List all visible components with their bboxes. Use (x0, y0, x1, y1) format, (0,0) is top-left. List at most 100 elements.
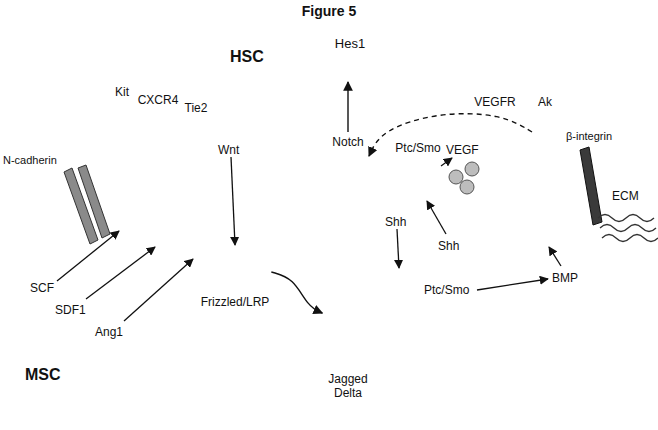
receptor: VEGFR (472, 92, 517, 261)
molecule-label: Shh (385, 216, 406, 230)
molecule-label: SCF (30, 282, 54, 296)
stromal-ground (0, 190, 658, 430)
outline (322, 255, 373, 371)
bound-ligand (230, 253, 240, 263)
bound-ligand (156, 237, 161, 242)
node-label: Ak (538, 96, 552, 110)
molecule-label: SDF1 (55, 304, 86, 318)
gene-line (304, 67, 396, 68)
molecule-label: β-integrin (566, 130, 612, 143)
figure-title: Figure 5 (302, 3, 356, 19)
binding-arrow (397, 229, 399, 268)
node-label: VEGFR (474, 96, 515, 110)
notch-bar (331, 149, 365, 265)
node-label: Kit (115, 86, 129, 100)
receptor-blob (398, 157, 424, 191)
bound-ligand (414, 187, 422, 195)
receptor: Kit (109, 82, 135, 229)
frizzled-receptor: Frizzled/LRP (199, 250, 272, 306)
notch-receptor: Notch (327, 132, 369, 265)
molecule-label: BMP (552, 272, 578, 286)
integrin-bar (580, 147, 602, 225)
node-label: MSC (25, 366, 61, 384)
ecm-fibre (602, 235, 658, 242)
node-label: Jagged Delta (328, 373, 367, 401)
outline (183, 114, 210, 257)
outline (327, 148, 369, 266)
molecule-label: Wnt (218, 144, 239, 158)
receptor-body (147, 107, 169, 242)
binding-arrow (231, 157, 235, 245)
binding-arrow (57, 231, 119, 281)
receptor-blob (217, 261, 241, 289)
promoter-arrowhead (366, 54, 373, 62)
bound-ligand (493, 253, 498, 258)
bound-ligand (194, 249, 199, 254)
node-label: Hes1 (335, 37, 365, 52)
nucleus: Hes1 (290, 30, 410, 82)
title-holder: Figure 5 (0, 2, 658, 20)
binding-arrow (124, 259, 193, 321)
receptor-body (111, 99, 133, 226)
node-label: Tie2 (185, 102, 208, 116)
node-label: HSC (230, 48, 264, 66)
outline (380, 270, 422, 306)
label-holder: Shh (438, 236, 459, 254)
bound-ligand (120, 221, 125, 226)
receptor-body (534, 109, 556, 242)
node-label: Ptc/Smo (424, 284, 469, 298)
label-holder: SCF (30, 278, 54, 296)
outline (109, 98, 135, 229)
label-holder: Wnt (218, 140, 239, 158)
label-holder: VEGF (446, 140, 479, 158)
label-holder: BMP (552, 268, 578, 286)
label-holder: Shh (385, 212, 406, 230)
jagged-ligand: Jagged Delta (322, 255, 373, 401)
molecule-label: Shh (438, 240, 459, 254)
molecule-label: ECM (612, 190, 639, 204)
bound-ligand (543, 237, 548, 242)
receptor-blob (412, 157, 438, 191)
node-label: Frizzled/LRP (201, 296, 270, 310)
ecm-fibre (600, 225, 656, 232)
node-label: Notch (332, 136, 363, 150)
vegf-molecule (449, 170, 463, 184)
secretion-arrow (441, 158, 452, 166)
molecule-label: Ang1 (95, 326, 123, 340)
outline (392, 154, 444, 196)
node-label: Ptc/Smo (395, 142, 440, 156)
receptor-blob (229, 261, 253, 289)
receptor-blob (395, 276, 417, 304)
vegf-molecule (465, 162, 479, 176)
molecule-label: N-cadherin (3, 154, 57, 167)
receptor: Ak (532, 92, 558, 245)
induction-arrow (477, 279, 548, 290)
binding-arrow (86, 247, 155, 299)
jagged-bar (331, 256, 365, 370)
label-holder: ECM (612, 186, 639, 204)
vegf-molecule (460, 180, 474, 194)
binding-arrow (427, 201, 446, 234)
signal-arrow (271, 272, 322, 313)
ecm-fibre (598, 215, 654, 222)
receptor-blob (383, 276, 405, 304)
ptc-smo-receptor: Ptc/Smo (392, 138, 444, 196)
label-holder: N-cadherin (3, 150, 57, 168)
outline (136, 106, 181, 245)
signal-arrow (347, 82, 348, 132)
label-holder: β-integrin (566, 126, 612, 144)
bound-ligand (396, 271, 404, 279)
receptor: Tie2 (183, 98, 210, 257)
receptor: CXCR4 (136, 90, 181, 245)
receptor-body (185, 115, 207, 254)
binding-arrow (549, 247, 561, 266)
outline (532, 108, 558, 245)
outline (0, 190, 658, 430)
outline (472, 108, 517, 261)
node-label: CXCR4 (138, 94, 179, 108)
outline (199, 250, 272, 291)
cell-membrane (66, 26, 634, 264)
